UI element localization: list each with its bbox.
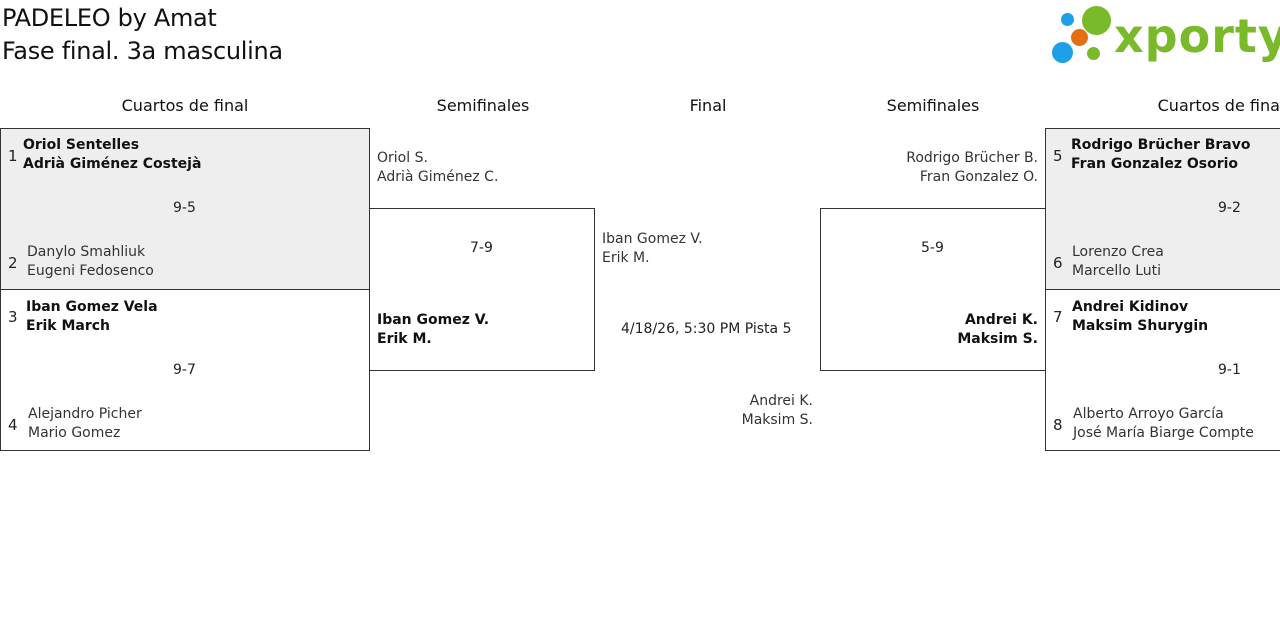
team-4: Alejandro Picher Mario Gomez [28, 405, 142, 443]
player-name: Alejandro Picher [28, 406, 142, 422]
round-header-left-semifinals: Semifinales [436, 96, 530, 115]
seed-number: 3 [8, 308, 18, 326]
player-name: Iban Gomez Vela [26, 299, 158, 315]
tournament-title: PADELEO by Amat [2, 4, 217, 32]
player-name: Andrei K. [964, 312, 1038, 328]
quarterfinal-match-1[interactable]: 1 Oriol Sentelles Adrià Giménez Costejà … [0, 128, 370, 290]
logo-dot-icon [1052, 42, 1073, 63]
player-name: Rodrigo Brücher B. [906, 150, 1038, 166]
player-name: Fran Gonzalez Osorio [1071, 156, 1239, 172]
team-2: Danylo Smahliuk Eugeni Fedosenco [27, 243, 154, 281]
player-name: Mario Gomez [28, 425, 121, 441]
player-name: Rodrigo Brücher Bravo [1071, 137, 1251, 153]
logo-dot-icon [1061, 13, 1074, 26]
team-1: Oriol Sentelles Adrià Giménez Costejà [23, 136, 201, 174]
player-name: Erik M. [377, 331, 432, 347]
round-header-right-semifinals: Semifinales [886, 96, 980, 115]
player-name: Andrei Kidinov [1072, 299, 1189, 315]
seed-number: 5 [1053, 147, 1063, 165]
seed-number: 4 [8, 416, 18, 434]
seed-number: 7 [1053, 308, 1063, 326]
semifinal-2-team-a: Rodrigo Brücher B. Fran Gonzalez O. [906, 149, 1038, 187]
player-name: Erik March [26, 318, 110, 334]
match-score: 9-2 [1218, 200, 1241, 216]
player-name: Alberto Arroyo García [1073, 406, 1224, 422]
seed-number: 8 [1053, 416, 1063, 434]
semifinal-1-team-a: Oriol S. Adrià Giménez C. [377, 149, 498, 187]
final-team-b: Andrei K. Maksim S. [742, 392, 813, 430]
quarterfinal-match-3[interactable]: 5 Rodrigo Brücher Bravo Fran Gonzalez Os… [1045, 128, 1280, 290]
quarterfinal-match-2[interactable]: 3 Iban Gomez Vela Erik March 9-7 4 Aleja… [0, 289, 370, 451]
match-score: 7-9 [470, 240, 493, 256]
logo-wordmark: xporty [1114, 9, 1280, 63]
match-score: 9-1 [1218, 362, 1241, 378]
player-name: Adrià Giménez C. [377, 169, 499, 185]
player-name: Oriol Sentelles [23, 137, 140, 153]
player-name: Eugeni Fedosenco [27, 263, 154, 279]
player-name: Maksim Shurygin [1072, 318, 1209, 334]
player-name: Marcello Luti [1072, 263, 1162, 279]
player-name: Fran Gonzalez O. [919, 169, 1038, 185]
seed-number: 2 [8, 254, 18, 272]
player-name: José María Biarge Compte [1073, 425, 1254, 441]
quarterfinal-match-4[interactable]: 7 Andrei Kidinov Maksim Shurygin 9-1 8 A… [1045, 289, 1280, 451]
team-8: Alberto Arroyo García José María Biarge … [1073, 405, 1254, 443]
semifinal-match-1[interactable] [369, 208, 595, 371]
player-name: Andrei K. [749, 393, 813, 409]
player-name: Oriol S. [377, 150, 428, 166]
player-name: Iban Gomez V. [602, 231, 703, 247]
player-name: Erik M. [602, 250, 650, 266]
team-6: Lorenzo Crea Marcello Luti [1072, 243, 1164, 281]
final-schedule: 4/18/26, 5:30 PM Pista 5 [621, 321, 792, 337]
xporty-logo[interactable]: xporty [1050, 4, 1280, 68]
logo-dot-icon [1071, 29, 1088, 46]
semifinal-1-team-b: Iban Gomez V. Erik M. [377, 311, 489, 349]
logo-dot-icon [1087, 47, 1100, 60]
team-5: Rodrigo Brücher Bravo Fran Gonzalez Osor… [1071, 136, 1250, 174]
match-score: 5-9 [921, 240, 944, 256]
team-7: Andrei Kidinov Maksim Shurygin [1072, 298, 1208, 336]
player-name: Maksim S. [741, 412, 813, 428]
player-name: Danylo Smahliuk [27, 244, 146, 260]
round-header-left-quarterfinals: Cuartos de final [121, 96, 249, 115]
final-team-a: Iban Gomez V. Erik M. [602, 230, 703, 268]
phase-title: Fase final. 3a masculina [2, 37, 283, 65]
player-name: Lorenzo Crea [1072, 244, 1164, 260]
seed-number: 6 [1053, 254, 1063, 272]
player-name: Iban Gomez V. [377, 312, 490, 328]
round-header-final: Final [689, 96, 727, 115]
player-name: Maksim S. [957, 331, 1038, 347]
semifinal-2-team-b: Andrei K. Maksim S. [957, 311, 1038, 349]
match-score: 9-5 [173, 200, 196, 216]
match-score: 9-7 [173, 362, 196, 378]
team-3: Iban Gomez Vela Erik March [26, 298, 158, 336]
logo-dot-icon [1082, 6, 1111, 35]
player-name: Adrià Giménez Costejà [23, 156, 202, 172]
round-header-right-quarterfinals: Cuartos de final [1157, 96, 1280, 115]
seed-number: 1 [8, 147, 18, 165]
